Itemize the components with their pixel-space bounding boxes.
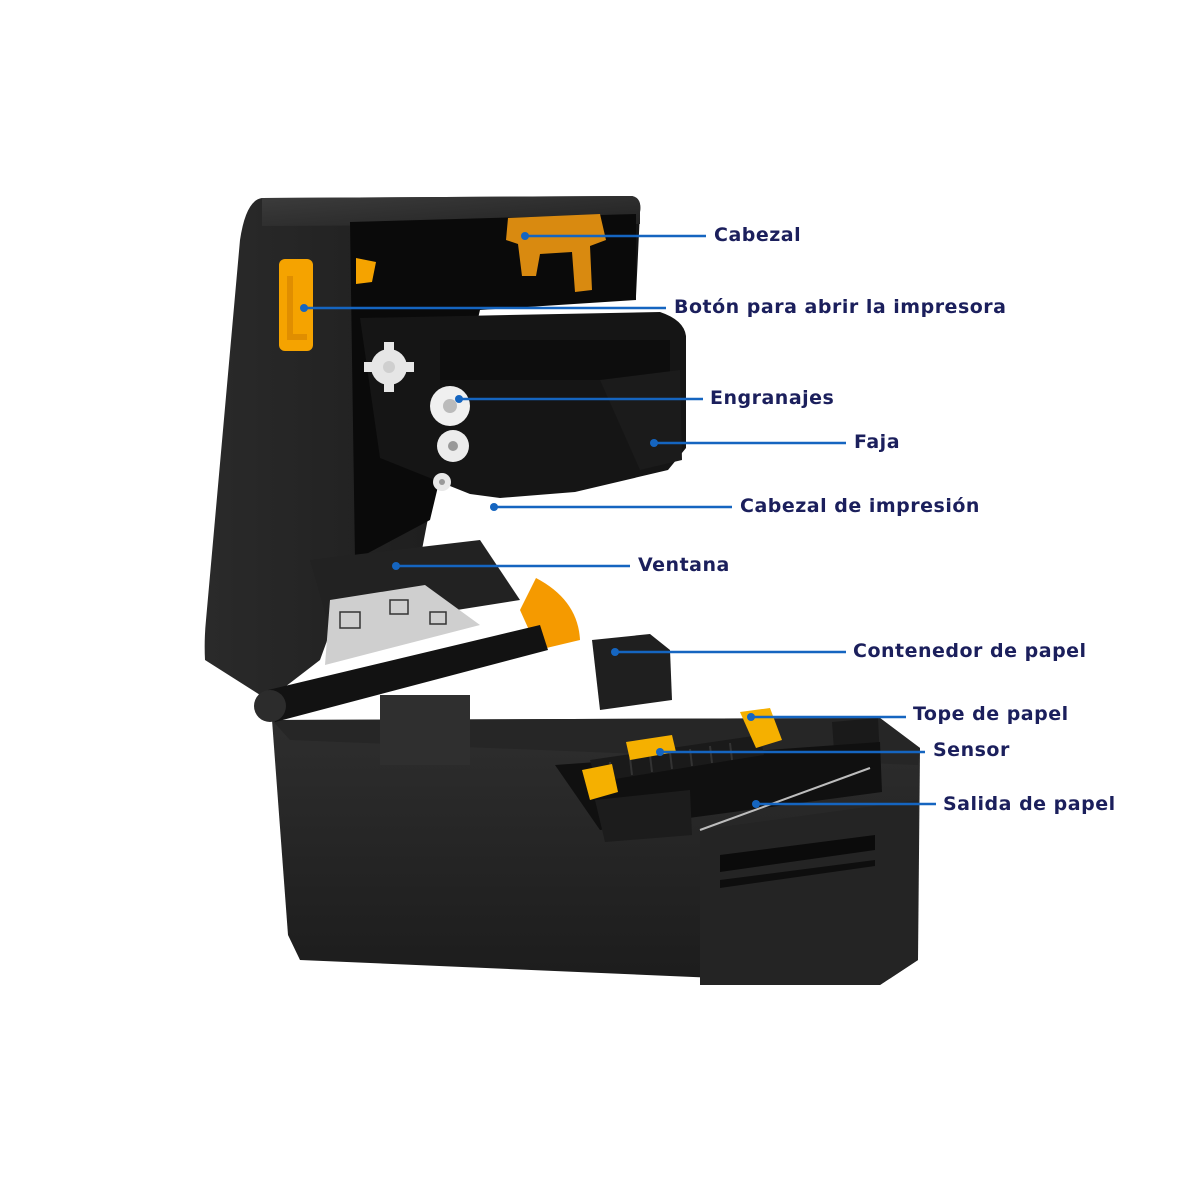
paper-container (592, 634, 672, 710)
label-ventana: Ventana (638, 554, 730, 576)
label-cabezal-impresion: Cabezal de impresión (740, 495, 980, 517)
label-contenedor-papel: Contenedor de papel (853, 640, 1087, 662)
roll-rod (254, 625, 548, 722)
window-area (310, 540, 520, 665)
label-faja: Faja (854, 431, 901, 453)
left-paper-holder (380, 695, 470, 765)
label-tope-papel: Tope de papel (913, 703, 1069, 725)
label-cabezal: Cabezal (714, 224, 802, 246)
open-button (279, 259, 313, 351)
label-engranajes: Engranajes (710, 387, 835, 409)
roller-tray (555, 708, 882, 842)
cabezal-orange-part (356, 214, 606, 292)
label-sensor: Sensor (933, 739, 1010, 761)
label-salida-papel: Salida de papel (943, 793, 1116, 815)
label-boton-abrir: Botón para abrir la impresora (674, 296, 1007, 318)
leader-lines (300, 232, 936, 808)
